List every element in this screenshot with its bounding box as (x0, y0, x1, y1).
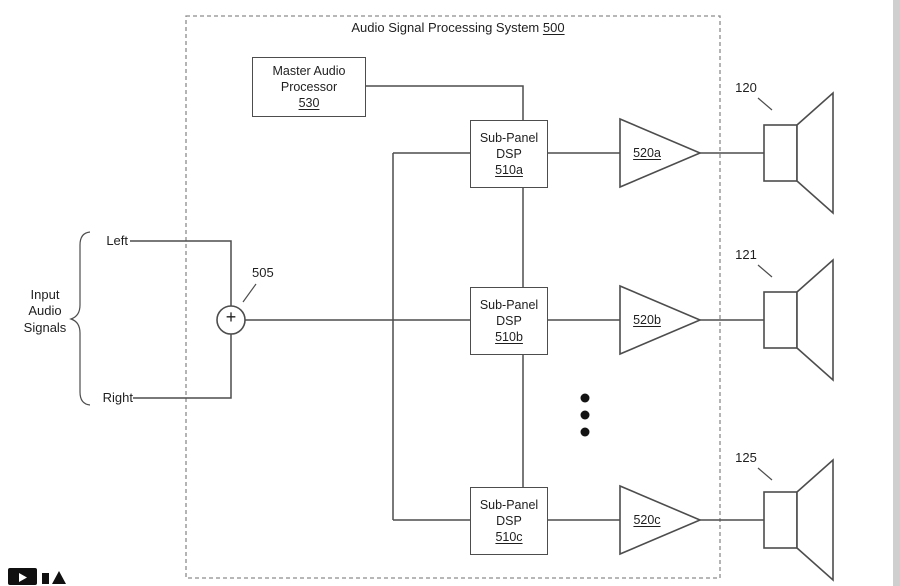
dsp-b-label-line1: Sub-Panel (479, 297, 539, 312)
amp-b-triangle (619, 284, 703, 356)
master-to-dsp-a-connector (364, 85, 524, 120)
dsp-c-box: Sub-Panel DSP 510c (470, 487, 548, 555)
speaker-a-horn (796, 91, 834, 215)
icon-fragment-mark (52, 571, 66, 584)
speaker-a-ref: 120 (735, 80, 757, 95)
diagram-title: Audio Signal Processing System 500 (333, 20, 583, 36)
speaker-b-icon (763, 258, 834, 382)
system-boundary-box (185, 15, 721, 579)
ref-121-leader-line (757, 264, 773, 278)
ref-505-leader-line (242, 283, 257, 303)
icon-fragment-bar (42, 573, 49, 584)
amp-c-triangle (619, 484, 703, 556)
sum-junction-circle (216, 305, 246, 335)
dsp-b-box: Sub-Panel DSP 510b (470, 287, 548, 355)
speaker-b-driver (763, 291, 798, 349)
input-audio-signals-label: Input Audio Signals (23, 287, 67, 335)
dsp-c-label-line1: Sub-Panel (479, 497, 539, 512)
speaker-a-driver (763, 124, 798, 182)
input-group-brace (69, 231, 91, 406)
master-audio-processor-box: Master Audio Processor 530 (252, 57, 366, 117)
dsp-a-label-line2: DSP (496, 146, 522, 161)
master-ref: 530 (298, 96, 320, 111)
dsp-b-label-line2: DSP (496, 313, 522, 328)
speaker-c-icon (763, 458, 834, 582)
speaker-b-ref: 121 (735, 247, 757, 262)
right-input-label: Right (102, 390, 133, 405)
speaker-c-driver (763, 491, 798, 549)
player-fragment-graphic (8, 568, 66, 585)
ellipsis-dots (580, 393, 590, 437)
diagram-title-text: Audio Signal Processing System (351, 20, 540, 35)
amp-c-ref: 520c (633, 513, 661, 527)
speaker-a-icon (763, 91, 834, 215)
sum-plus-symbol: + (225, 307, 237, 327)
dsp-b-ref: 510b (495, 330, 523, 345)
play-icon (19, 573, 27, 582)
ref-120-leader-line (757, 97, 773, 111)
diagram-title-ref: 500 (542, 20, 565, 35)
amp-a-triangle (619, 117, 703, 189)
ellipsis-dot-2 (580, 410, 590, 420)
ref-125-leader-line (757, 467, 773, 481)
page-edge-strip (893, 0, 900, 586)
dsp-c-label-line2: DSP (496, 513, 522, 528)
amp-a-ref: 520a (633, 146, 661, 160)
embedded-player-fragment[interactable] (8, 565, 80, 586)
dsp-a-ref: 510a (495, 163, 523, 178)
left-input-label: Left (106, 233, 128, 248)
amp-b-ref: 520b (633, 313, 661, 327)
right-input-wire (133, 334, 232, 399)
dsp-a-label-line1: Sub-Panel (479, 130, 539, 145)
speaker-c-ref: 125 (735, 450, 757, 465)
master-label-line2: Processor (280, 79, 338, 94)
master-label-line1: Master Audio (272, 63, 346, 78)
left-input-wire (130, 240, 232, 306)
speaker-b-horn (796, 258, 834, 382)
speaker-c-horn (796, 458, 834, 582)
ellipsis-dot-3 (580, 427, 590, 437)
ellipsis-dot-1 (580, 393, 590, 403)
dsp-c-ref: 510c (495, 530, 523, 545)
dsp-a-box: Sub-Panel DSP 510a (470, 120, 548, 188)
sum-junction-ref: 505 (252, 265, 274, 280)
